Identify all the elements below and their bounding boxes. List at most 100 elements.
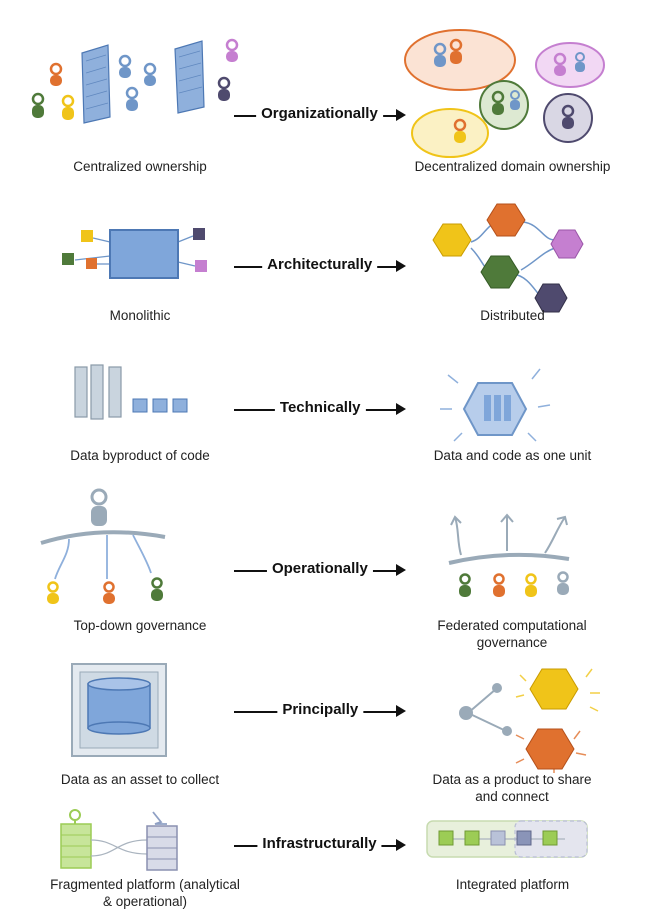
product-hexagon: [529, 668, 579, 710]
left-caption: Fragmented platform (analytical & operat…: [50, 877, 240, 909]
row-infrastructurally: Fragmented platform (analytical & operat…: [0, 809, 645, 923]
node-dot: [502, 726, 512, 736]
code-column: [108, 366, 122, 418]
person-icon: [151, 577, 163, 601]
left-caption: Data byproduct of code: [70, 448, 210, 463]
monolithic-illustration: [62, 228, 207, 279]
domain-hexagon: [486, 203, 526, 237]
person-icon: [449, 38, 463, 64]
person-icon: [493, 573, 505, 597]
person-icon: [217, 76, 231, 101]
row-principally: Data as an asset to collect Principally …: [0, 660, 645, 810]
data-square: [132, 398, 148, 413]
arrow-head-icon: [396, 564, 406, 576]
person-icon: [90, 488, 108, 526]
person-icon: [61, 94, 75, 120]
row-technically: Data byproduct of code Technically Data …: [0, 335, 645, 475]
product-hexagon: [525, 728, 575, 770]
right-caption: Decentralized domain ownership: [414, 159, 611, 174]
integrated-node: [490, 830, 506, 846]
component-square: [62, 253, 74, 265]
person-icon: [225, 38, 239, 62]
person-icon: [125, 86, 139, 111]
person-icon: [491, 90, 505, 115]
person-icon: [561, 104, 575, 129]
shift-arrow: Architecturally: [234, 255, 410, 277]
monolith-box: [109, 229, 179, 279]
code-column: [74, 366, 88, 418]
integrated-node: [542, 830, 558, 846]
federated-governance-illustration: [448, 513, 570, 597]
person-icon: [575, 52, 585, 72]
row-architecturally: Monolithic Architecturally Distributed: [0, 190, 645, 335]
domain-hexagon: [432, 223, 472, 257]
data-wall-icon: [81, 40, 205, 124]
person-icon: [47, 581, 59, 604]
person-icon: [510, 90, 520, 110]
person-icon: [143, 62, 157, 86]
code-column: [494, 395, 501, 421]
right-caption: Distributed: [480, 308, 545, 323]
data-square: [172, 398, 188, 413]
left-caption: Top-down governance: [73, 618, 207, 633]
component-square: [81, 230, 93, 242]
domain-hexagon: [534, 283, 568, 313]
domain-hexagon: [480, 255, 520, 289]
integrated-platform-illustration: [426, 820, 588, 858]
left-caption: Centralized ownership: [73, 159, 207, 174]
domain-hexagon: [550, 229, 584, 259]
shift-label: Infrastructurally: [257, 835, 382, 852]
governance-bar: [40, 530, 166, 545]
integrated-node: [464, 830, 480, 846]
person-icon: [453, 118, 467, 143]
integrated-node: [438, 830, 454, 846]
shift-label: Operationally: [266, 560, 373, 577]
database-icon: [87, 677, 151, 735]
arrow-head-icon: [396, 109, 406, 121]
shift-arrow: Organizationally: [234, 104, 410, 126]
top-down-governance-illustration: [40, 488, 166, 604]
domain-bubble: [535, 42, 605, 88]
arrow-head-icon: [396, 403, 406, 415]
shift-arrow: Operationally: [234, 559, 410, 581]
person-icon: [118, 54, 132, 78]
shift-label: Principally: [277, 701, 364, 718]
arrow-head-icon: [396, 705, 406, 717]
shift-arrow: Technically: [234, 398, 410, 420]
domain-bubble: [411, 108, 489, 158]
shift-label: Technically: [274, 399, 366, 416]
person-icon: [553, 52, 567, 76]
left-caption: Monolithic: [109, 308, 171, 323]
data-square: [152, 398, 168, 413]
platform-stack: [146, 825, 178, 871]
data-code-unit-illustration: [440, 368, 551, 442]
data-asset-illustration: [71, 663, 167, 757]
person-icon: [557, 571, 569, 595]
row-organizationally: Centralized ownership Organizationally D…: [0, 0, 645, 190]
right-caption: Integrated platform: [455, 877, 570, 892]
domain-bubble: [479, 80, 529, 130]
row-operationally: Top-down governance Operationally Federa…: [0, 475, 645, 660]
shift-label: Architecturally: [262, 256, 378, 273]
right-caption: Data as a product to share and connect: [432, 772, 592, 804]
person-icon: [49, 62, 63, 86]
person-icon: [459, 573, 471, 597]
arrow-head-icon: [396, 839, 406, 851]
code-column: [504, 395, 511, 421]
data-product-illustration: [459, 668, 600, 773]
fragmented-platform-illustration: [60, 809, 178, 871]
node-dot: [459, 706, 473, 720]
code-column: [484, 395, 491, 421]
component-square: [195, 260, 207, 272]
governance-bar: [448, 552, 570, 565]
shift-label: Organizationally: [256, 105, 383, 122]
code-column: [90, 364, 104, 420]
component-square: [193, 228, 205, 240]
person-icon: [525, 573, 537, 597]
right-caption: Federated computational governance: [437, 618, 587, 650]
component-square: [86, 258, 97, 269]
integrated-node: [516, 830, 532, 846]
node-dot: [69, 809, 81, 821]
centralized-ownership-illustration: [31, 38, 239, 124]
person-icon: [103, 581, 115, 604]
